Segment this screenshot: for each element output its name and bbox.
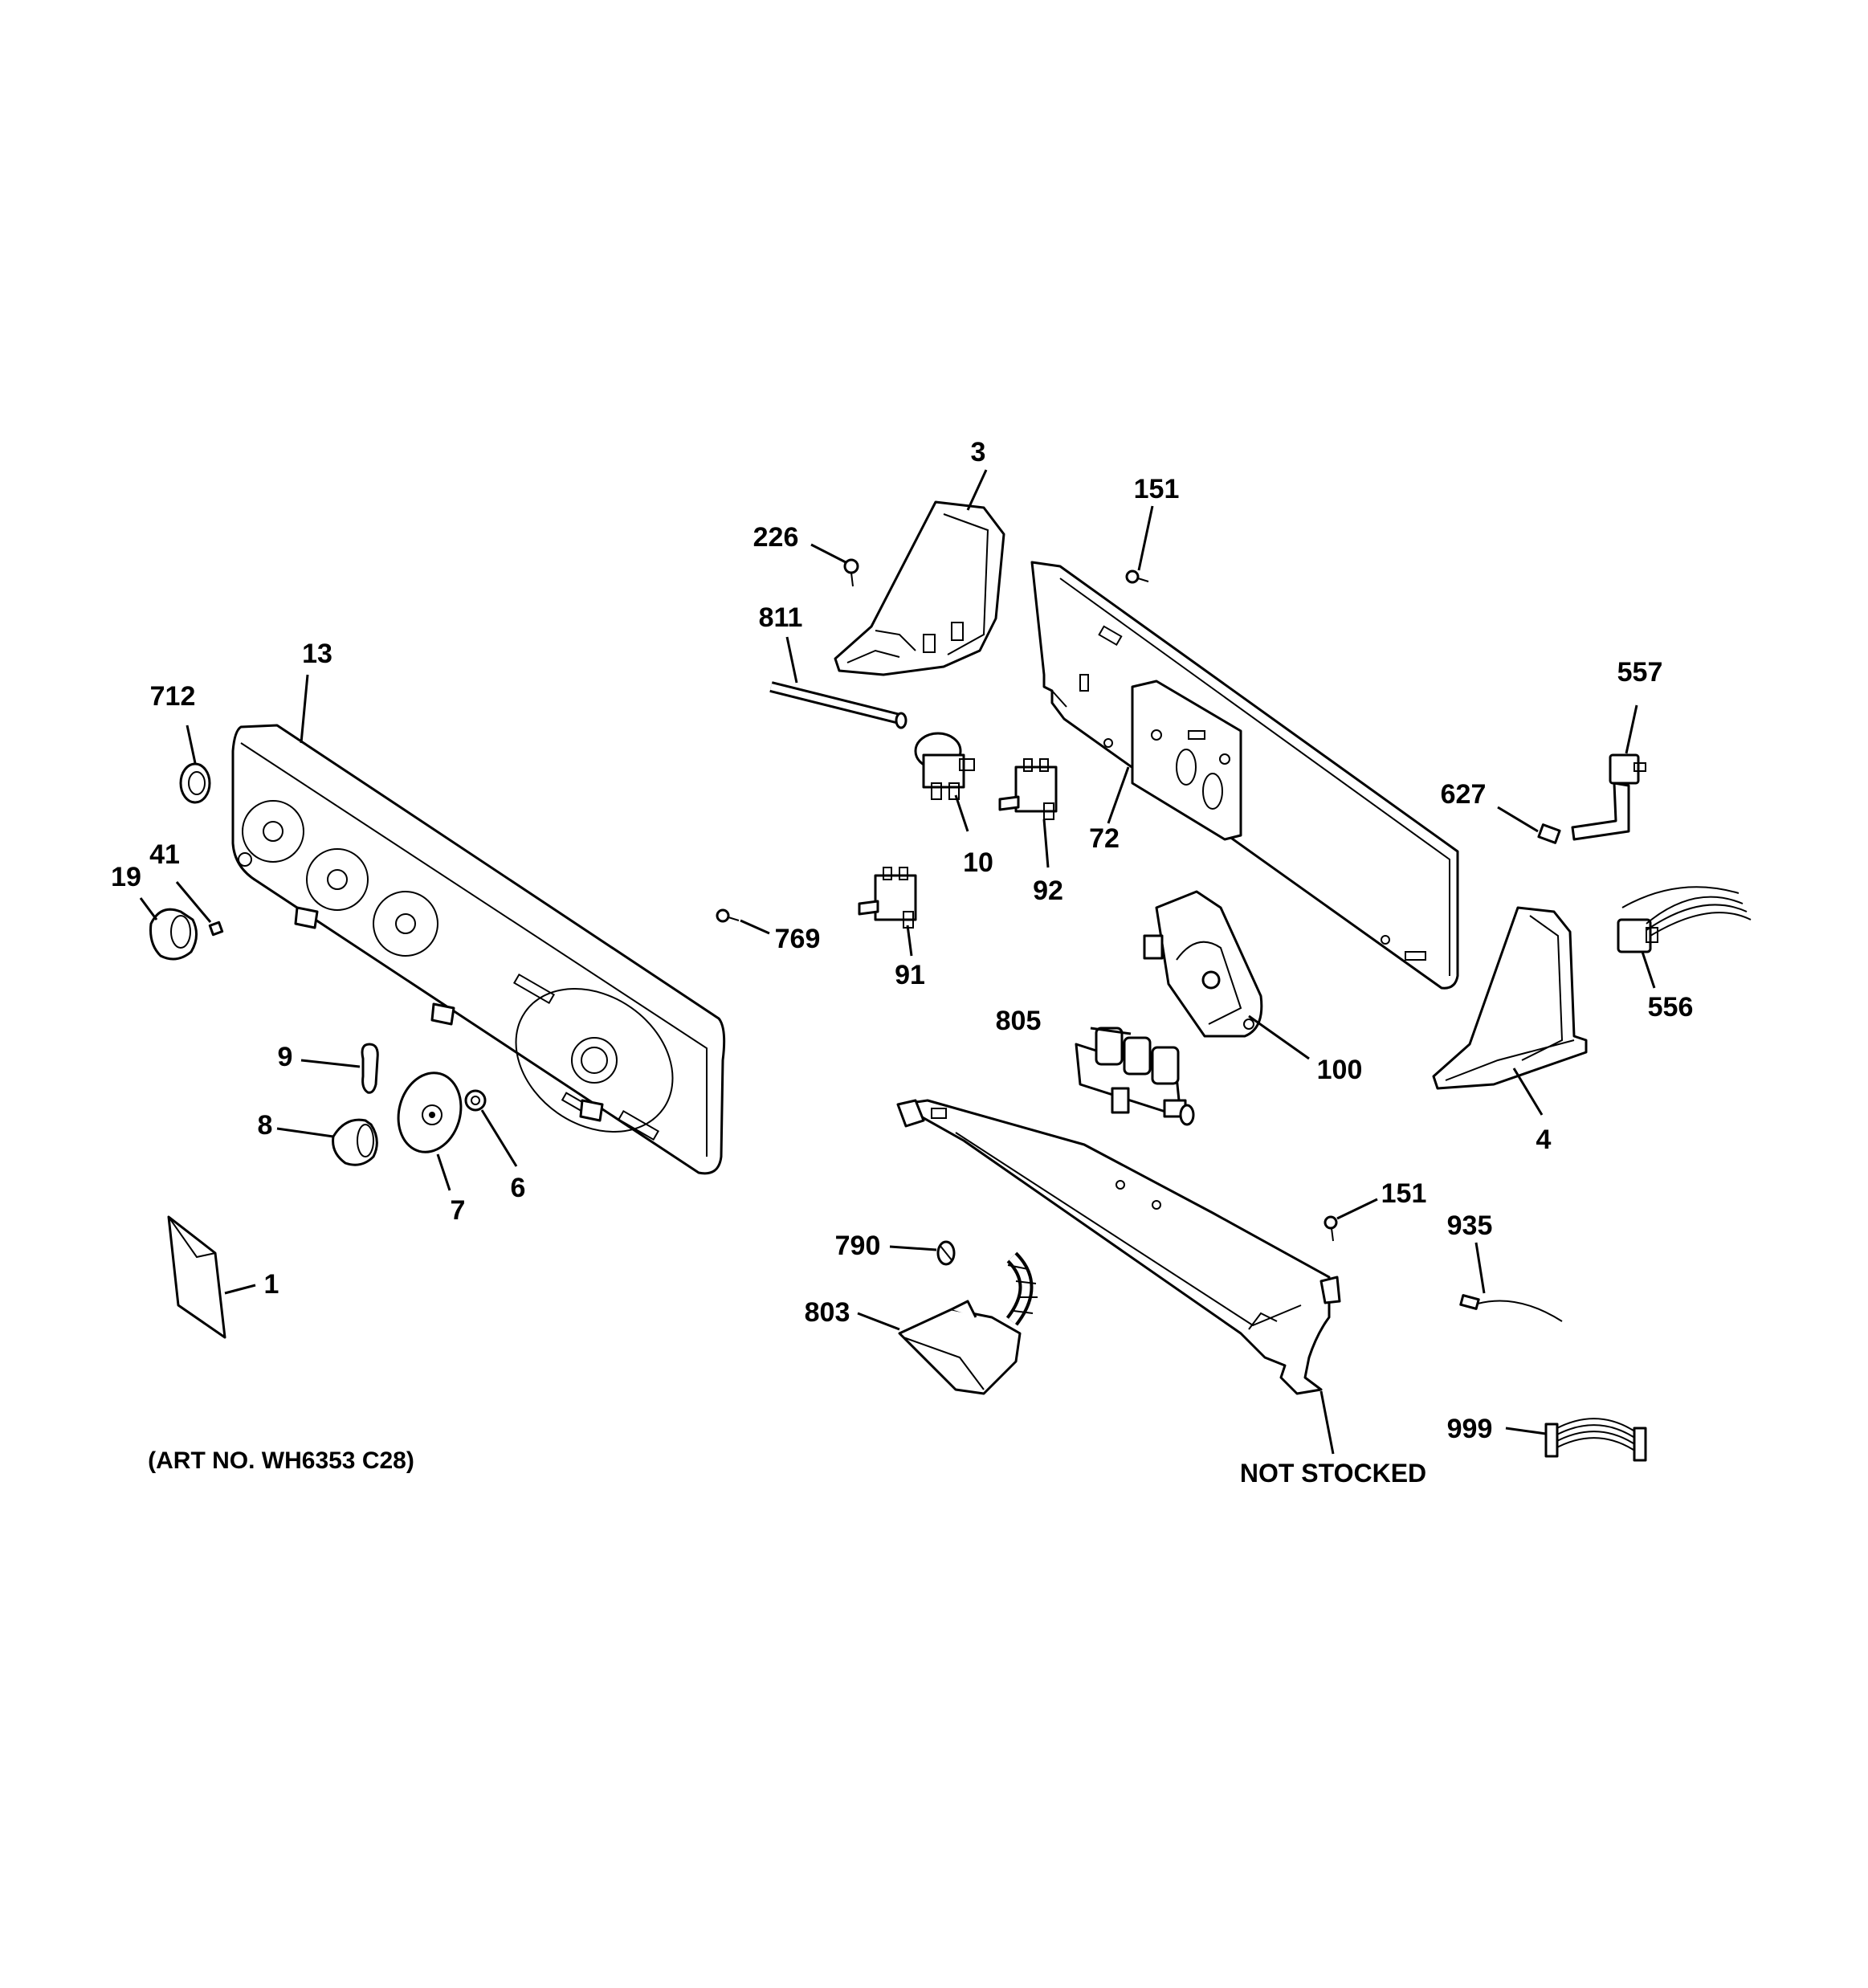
callout-712: 712	[150, 681, 196, 712]
callout-811: 811	[759, 602, 803, 633]
part-10-pressure-switch[interactable]	[914, 732, 975, 800]
part-19-knob[interactable]	[149, 908, 198, 961]
callout-92: 92	[1033, 876, 1063, 906]
part-790-clamp[interactable]	[936, 1240, 956, 1266]
part-9-clip[interactable]	[361, 1043, 379, 1094]
not-stocked-label: NOT STOCKED	[1240, 1459, 1426, 1488]
callout-151-top: 151	[1134, 474, 1180, 504]
callout-935: 935	[1447, 1210, 1493, 1241]
callout-13: 13	[302, 639, 332, 669]
part-557-harness[interactable]	[1571, 753, 1646, 841]
part-41-spring-clip[interactable]	[208, 921, 224, 937]
callout-226: 226	[753, 522, 799, 553]
callout-6: 6	[511, 1173, 526, 1203]
callout-556: 556	[1648, 992, 1694, 1023]
part-151-screw-lower[interactable]	[1324, 1215, 1338, 1242]
part-1-literature-packet[interactable]	[167, 1215, 226, 1339]
callout-790: 790	[835, 1231, 881, 1261]
callout-805: 805	[996, 1006, 1042, 1036]
part-7-knob-skirt[interactable]	[390, 1066, 469, 1159]
callout-1: 1	[264, 1269, 279, 1300]
callout-9: 9	[278, 1042, 293, 1072]
part-769-screw[interactable]	[716, 908, 740, 923]
callout-91: 91	[895, 960, 925, 990]
part-803-dispenser[interactable]	[898, 1251, 1038, 1395]
callout-999: 999	[1447, 1414, 1493, 1444]
callout-3: 3	[971, 437, 986, 467]
part-805-water-valve[interactable]	[1075, 1027, 1195, 1126]
callout-19: 19	[111, 862, 141, 892]
part-8-knob[interactable]	[332, 1118, 378, 1166]
part-3-end-cap-left[interactable]	[834, 500, 1005, 676]
callout-10: 10	[963, 847, 993, 878]
callout-labels: 3 151 226 811 13 712 557 627 72 41 19 10…	[111, 437, 1693, 1488]
part-72-backsplash[interactable]	[1030, 561, 1459, 990]
part-712-badge[interactable]	[179, 762, 211, 804]
part-91-switch[interactable]	[858, 867, 917, 929]
callout-100: 100	[1317, 1055, 1363, 1085]
callout-8: 8	[258, 1110, 273, 1141]
part-226-screw[interactable]	[843, 558, 859, 587]
part-92-switch[interactable]	[998, 758, 1058, 820]
callout-769: 769	[775, 924, 821, 954]
callout-627: 627	[1441, 779, 1487, 810]
part-13-control-panel[interactable]	[231, 724, 726, 1175]
callout-72: 72	[1089, 823, 1120, 854]
part-999-wire-harness[interactable]	[1544, 1418, 1647, 1462]
part-627-connector[interactable]	[1537, 823, 1561, 844]
part-811-hose[interactable]	[769, 681, 907, 729]
part-4-end-cap-right[interactable]	[1432, 906, 1588, 1090]
callout-4: 4	[1536, 1125, 1552, 1155]
leader-lines	[139, 469, 1656, 1455]
part-151-screw-top[interactable]	[1125, 569, 1149, 584]
callout-41: 41	[149, 839, 180, 870]
part-935-ground-wire[interactable]	[1459, 1294, 1563, 1322]
art-number: (ART NO. WH6353 C28)	[148, 1447, 414, 1474]
part-100-timer[interactable]	[1143, 890, 1263, 1038]
callout-803: 803	[805, 1297, 850, 1328]
callout-557: 557	[1617, 657, 1663, 688]
part-lower-bracket-not-stocked[interactable]	[896, 1099, 1341, 1395]
part-556-wire-connector[interactable]	[1617, 886, 1752, 953]
callout-7: 7	[451, 1195, 466, 1226]
callout-151-lower: 151	[1381, 1178, 1427, 1209]
part-6-nut[interactable]	[464, 1089, 487, 1112]
